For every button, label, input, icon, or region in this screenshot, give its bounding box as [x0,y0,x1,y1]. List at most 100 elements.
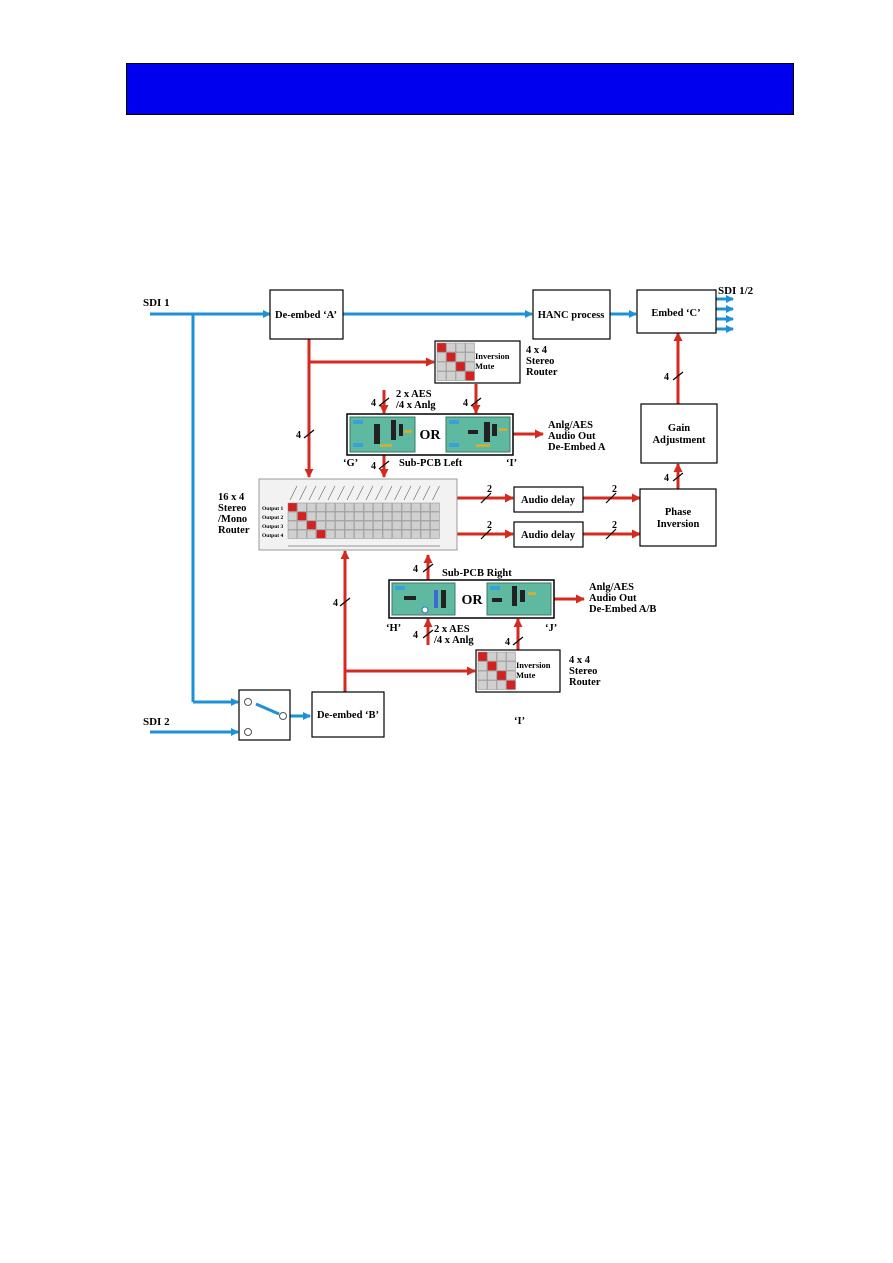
matrix-column-header [375,485,383,501]
bus-label: 4 [296,430,301,441]
subpcb-right-out-3: De-Embed A/B [589,604,656,615]
router-top-inner-1: Inversion [475,351,510,361]
router-cell [465,361,475,372]
matrix-cell [297,529,307,539]
deembed-b-block: De-embed ‘B’ [311,691,385,738]
subpcb-right-tag-j: ‘J’ [545,623,557,634]
matrix-cell [325,529,336,539]
matrix-cell [316,529,326,539]
router-top-inner-2: Mute [475,361,495,371]
matrix-cell [344,529,355,539]
router-cell [436,371,447,381]
matrix-cell [420,529,431,539]
matrix-cell [335,502,345,512]
matrix-column-header [318,485,326,501]
audio-paths [304,332,683,692]
matrix-column-header [289,485,298,501]
subpcb-left-out-2: Audio Out [548,431,596,442]
matrix-cell [373,511,383,521]
bus-ticks [303,371,684,646]
matrix-cell [392,529,402,539]
router-bottom-grid [477,651,516,690]
matrix-cell [325,502,336,512]
audio-delay-block-2: Audio delay [513,521,584,548]
matrix-cell [430,520,440,530]
router-bottom-label-2: Stereo [569,666,597,677]
subpcb-right-tag-h: ‘H’ [386,623,401,634]
gain-label-1: Gain [668,423,690,434]
matrix-cell [392,520,402,530]
matrix-cell [430,529,440,539]
matrix-cell [344,502,355,512]
matrix-cell [287,511,298,521]
matrix-column-header [356,485,364,501]
router-bottom-inner-1: Inversion [516,660,551,670]
router-cell [436,352,447,362]
router-cell [496,670,507,681]
router-cell [487,661,497,671]
subpcb-right-or: OR [462,593,484,608]
subpcb-right-out-2: Audio Out [589,593,637,604]
matrix-column-header [299,485,307,501]
bus-label: 4 [371,398,376,409]
router-cell [506,651,516,662]
deembed-a-block: De-embed ‘A’ [269,289,344,340]
gain-block: Gain Adjustment [640,403,718,464]
matrix-row-label-1: Output 1 [262,506,283,512]
audio-delay-label-1: Audio delay [521,495,576,506]
router-cell [446,371,456,381]
subpcb-right-out-1: Anlg/AES [589,582,634,593]
subpcb-left-input-2: /4 x Anlg [395,400,436,411]
matrix-cell [382,511,393,521]
matrix-column-header [337,485,345,501]
matrix-cell [401,520,412,530]
switch-arm [255,702,280,716]
audio-delay-block-1: Audio delay [513,486,584,513]
matrix-label-3: /Mono [217,514,247,525]
input-switch [238,689,291,741]
matrix-cell [316,520,326,530]
hanc-block: HANC process [532,289,611,340]
bus-label: 4 [664,473,669,484]
matrix-cell [306,511,317,521]
router-bottom-inner-2: Mute [516,670,536,680]
matrix-cell [411,511,421,521]
router-bottom-label-3: Router [569,677,601,688]
router-top-grid [436,342,475,381]
matrix-cell [354,520,364,530]
router-cell [496,661,507,671]
bus-label: 2 [487,520,492,531]
switch-contact-1 [244,698,252,706]
router-cell [455,371,466,381]
router-cell [477,680,488,690]
matrix-cell [335,511,345,521]
router-top-label-3: Router [526,367,558,378]
matrix-cell [354,529,364,539]
matrix-cell [373,520,383,530]
bus-label: 2 [487,484,492,495]
matrix-cell [373,502,383,512]
matrix-cell [287,529,298,539]
matrix-router: Output 1 Output 2 Output 3 Output 4 16 x… [217,478,458,551]
matrix-cell [392,511,402,521]
matrix-cell [325,520,336,530]
matrix-cell [316,502,326,512]
subpcb-left: OR ‘G’ Sub-PCB Left ‘I’ 2 x AES /4 x Anl… [343,389,606,469]
router-cell [506,661,516,671]
router-cell [465,371,475,381]
matrix-row-label-2: Output 2 [262,515,283,521]
matrix-label-2: Stereo [218,503,246,514]
router-cell [465,342,475,353]
matrix-cell [382,520,393,530]
matrix-label-4: Router [218,525,250,536]
router-cell [487,680,497,690]
subpcb-right-input-1: 2 x AES [434,624,470,635]
phase-label-2: Inversion [657,519,700,530]
matrix-cell [411,529,421,539]
matrix-column-header [413,485,421,501]
hanc-label: HANC process [538,310,605,321]
matrix-cell [401,511,412,521]
router-cell [496,651,507,662]
subpcb-left-tag-g: ‘G’ [343,458,358,469]
